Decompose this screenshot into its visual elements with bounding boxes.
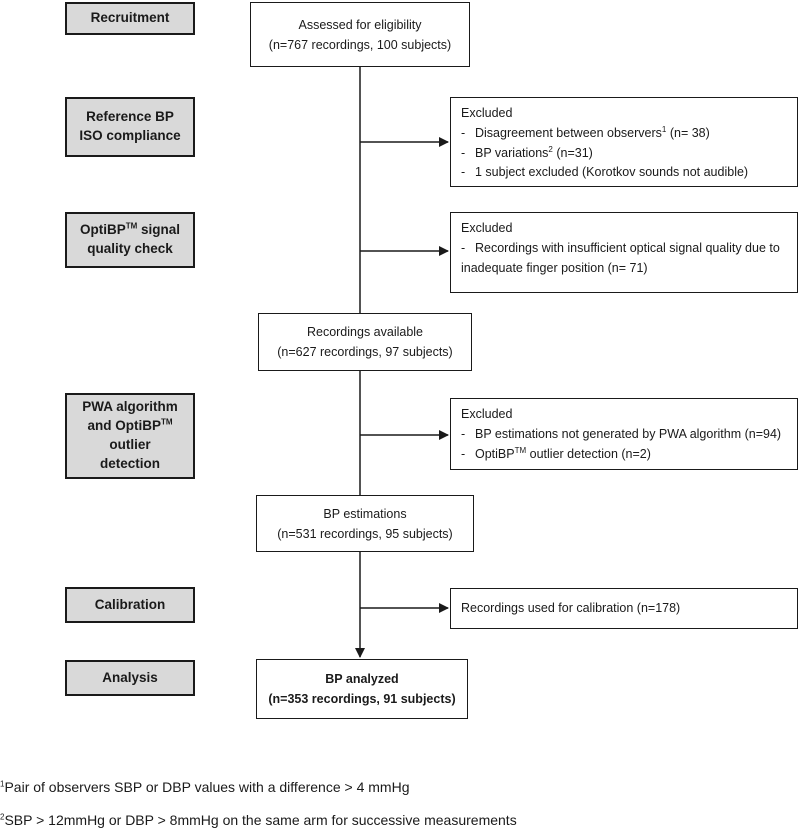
- assessed-box: Assessed for eligibility (n=767 recordin…: [250, 2, 470, 67]
- exclusion-pwa-item: OptiBPTM outlier detection (n=2): [461, 445, 787, 465]
- exclusion-iso-item: 1 subject excluded (Korotkov sounds not …: [461, 163, 787, 183]
- exclusion-iso-box: Excluded Disagreement between observers1…: [450, 97, 798, 187]
- stage-calibration: Calibration: [65, 587, 195, 623]
- exclusion-pwa-item: BP estimations not generated by PWA algo…: [461, 425, 787, 445]
- stage-recruitment: Recruitment: [65, 2, 195, 35]
- footnote-2: 2SBP > 12mmHg or DBP > 8mmHg on the same…: [0, 812, 517, 828]
- stage-optibp-check: OptiBPTM signal quality check: [65, 212, 195, 268]
- stage-analysis: Analysis: [65, 660, 195, 696]
- exclusion-signal-box: Excluded Recordings with insufficient op…: [450, 212, 798, 293]
- footnote-1: 1Pair of observers SBP or DBP values wit…: [0, 779, 410, 795]
- exclusion-calibration-box: Recordings used for calibration (n=178): [450, 588, 798, 629]
- exclusion-signal-item-cont: inadequate finger position (n= 71): [461, 260, 648, 275]
- available-box: Recordings available (n=627 recordings, …: [258, 313, 472, 371]
- stage-reference-bp: Reference BP ISO compliance: [65, 97, 195, 157]
- exclusion-iso-item: BP variations2 (n=31): [461, 144, 787, 164]
- estimations-box: BP estimations (n=531 recordings, 95 sub…: [256, 495, 474, 552]
- exclusion-pwa-box: Excluded BP estimations not generated by…: [450, 398, 798, 470]
- stage-pwa-outlier: PWA algorithm and OptiBPTM outlier detec…: [65, 393, 195, 479]
- exclusion-iso-item: Disagreement between observers1 (n= 38): [461, 124, 787, 144]
- analyzed-box: BP analyzed (n=353 recordings, 91 subjec…: [256, 659, 468, 719]
- exclusion-signal-item: Recordings with insufficient optical sig…: [461, 239, 787, 259]
